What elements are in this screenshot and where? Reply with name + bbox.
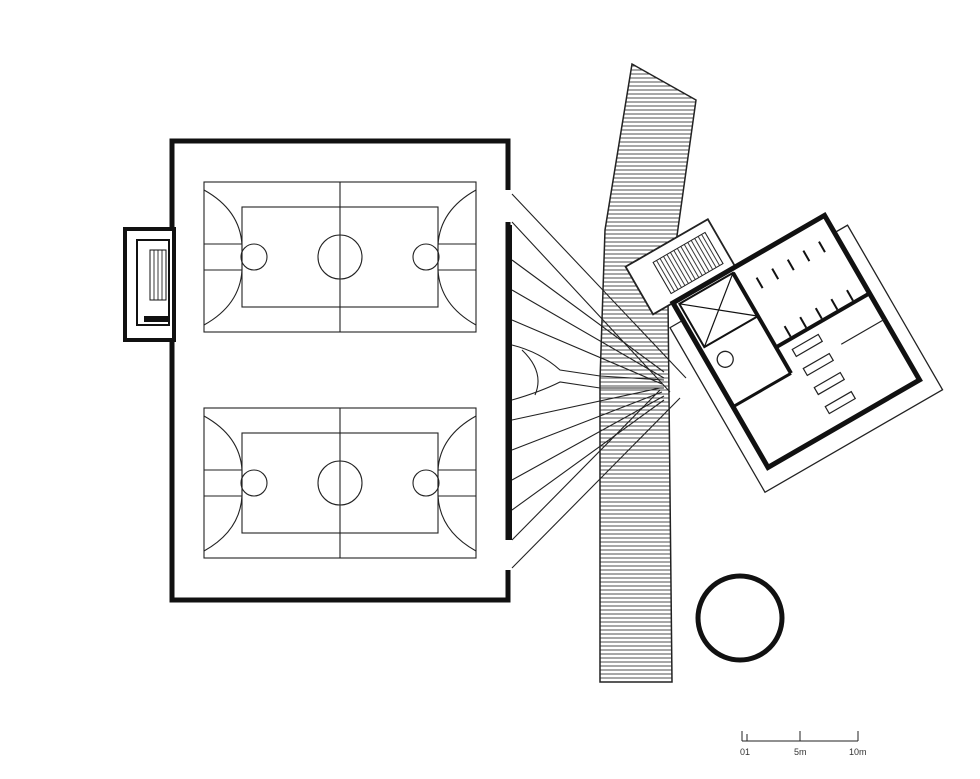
circular-pavilion [695, 573, 785, 663]
glazed-bridge-paths [511, 193, 687, 569]
basketball-court-north [203, 181, 477, 333]
scale-bar: 01 5m 10m [740, 731, 867, 757]
hatched-ramp [599, 62, 697, 683]
scale-label-10m: 10m [849, 747, 867, 757]
sports-hall [169, 138, 514, 603]
scale-label-5m: 5m [794, 747, 807, 757]
basketball-court-south [203, 407, 477, 559]
entry-stair [123, 227, 176, 342]
changing-room-pavilion [624, 211, 944, 494]
scale-label-start: 01 [740, 747, 750, 757]
